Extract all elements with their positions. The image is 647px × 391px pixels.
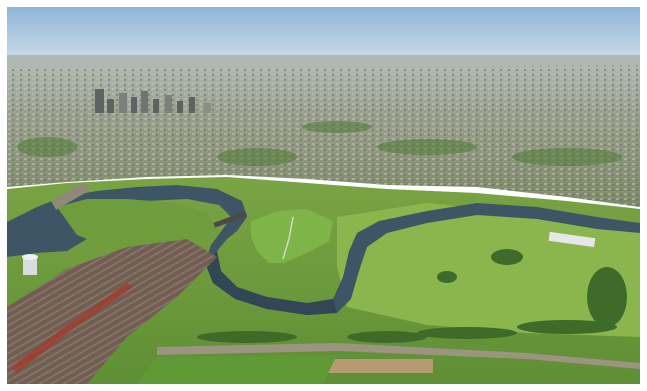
- river-shadow: [205, 251, 337, 315]
- tree-line: [197, 249, 627, 343]
- aerial-scene: [7, 7, 640, 384]
- rail-yard: [7, 239, 217, 384]
- old-bridge: [51, 182, 89, 210]
- water-tower: [22, 254, 38, 275]
- downtown-skyline: [95, 89, 211, 113]
- foreground-lawn: [137, 355, 337, 384]
- left-island: [57, 199, 217, 253]
- city-trees: [17, 121, 622, 166]
- freight-cars: [11, 283, 133, 373]
- warehouse-roof: [548, 231, 596, 248]
- sky: [7, 7, 640, 59]
- peninsula-path: [282, 216, 294, 260]
- rail-bridge: [213, 211, 248, 228]
- dirt-patch: [323, 359, 433, 373]
- aerial-photo: [7, 7, 640, 384]
- foreground-road: [157, 343, 640, 369]
- peninsula-lawn: [251, 209, 333, 263]
